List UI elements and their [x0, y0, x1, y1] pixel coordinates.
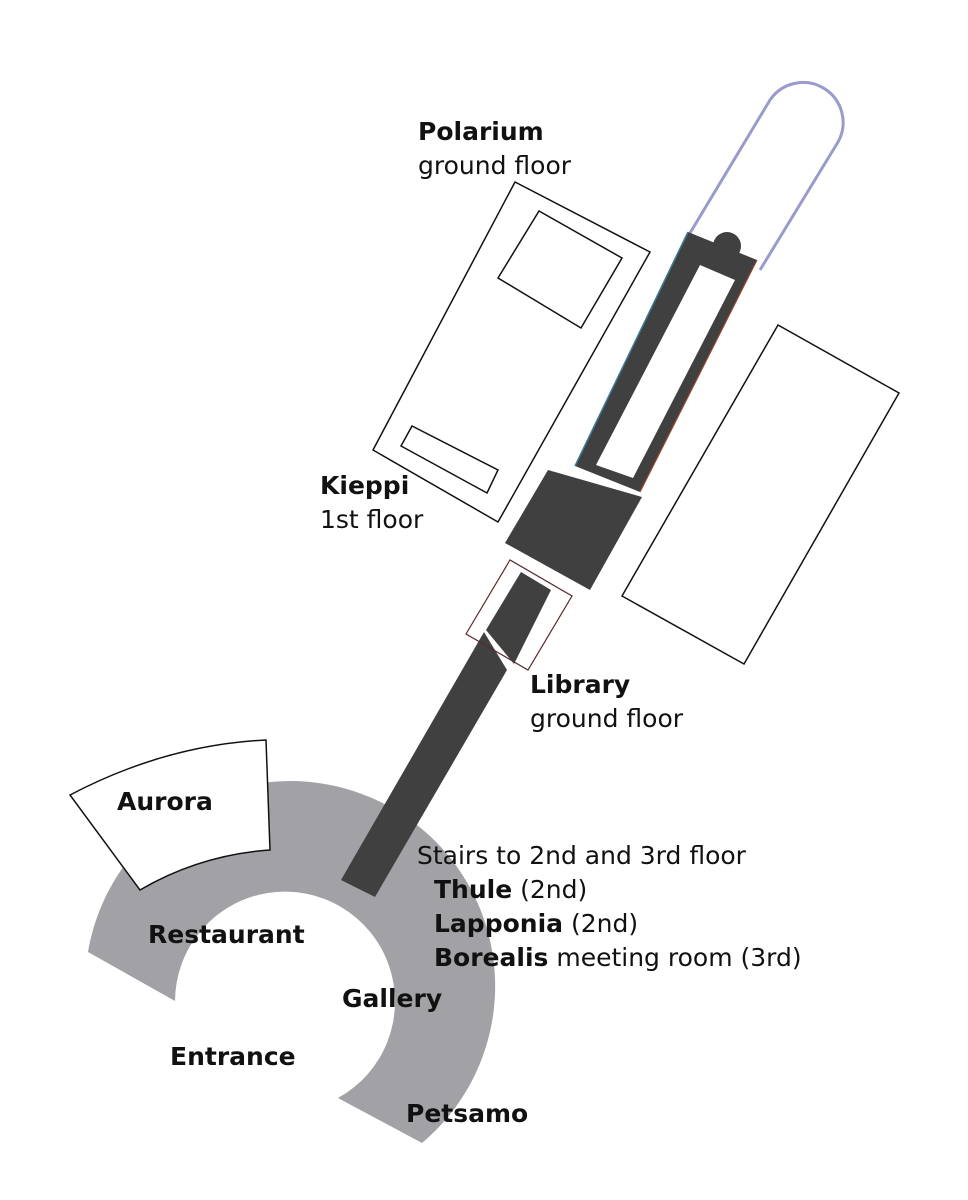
- polarium-name: Polarium: [418, 117, 544, 146]
- kieppi-name: Kieppi: [320, 471, 410, 500]
- room-aurora[interactable]: [68, 739, 271, 891]
- polarium-inner-room[interactable]: [496, 209, 624, 330]
- entrance-hall[interactable]: [88, 781, 496, 1143]
- room-lapponia-name: Lapponia: [434, 909, 564, 938]
- building-east[interactable]: [620, 323, 901, 666]
- stairs-title: Stairs to 2nd and 3rd floor: [417, 841, 746, 870]
- label-library: Library ground floor: [530, 668, 683, 736]
- kieppi-floor: 1st floor: [320, 505, 424, 534]
- library-name: Library: [530, 670, 631, 699]
- room-borealis-name: Borealis: [434, 943, 549, 972]
- stairs-room-borealis: Borealis meeting room (3rd): [417, 941, 802, 975]
- walkway[interactable]: [682, 81, 845, 271]
- room-borealis-floor: meeting room (3rd): [548, 943, 802, 972]
- accent-line-blue: [574, 231, 689, 467]
- stairs-room-lapponia: Lapponia (2nd): [417, 907, 802, 941]
- room-thule-name: Thule: [434, 875, 513, 904]
- library-floor: ground floor: [530, 704, 684, 733]
- room-library[interactable]: [465, 559, 573, 671]
- room-lapponia-floor: (2nd): [563, 909, 639, 938]
- library-corridor[interactable]: [486, 572, 551, 664]
- accent-line-red: [639, 259, 758, 493]
- room-thule-floor: (2nd): [512, 875, 588, 904]
- label-kieppi: Kieppi 1st floor: [320, 469, 423, 537]
- label-aurora: Aurora: [117, 787, 213, 816]
- label-polarium: Polarium ground floor: [418, 115, 571, 183]
- stairs-room-thule: Thule (2nd): [417, 873, 802, 907]
- kieppi-node: [713, 232, 741, 260]
- corridor[interactable]: [341, 632, 507, 897]
- polarium-floor: ground floor: [418, 151, 572, 180]
- label-restaurant: Restaurant: [148, 920, 305, 949]
- label-entrance: Entrance: [170, 1042, 296, 1071]
- label-stairs: Stairs to 2nd and 3rd floor Thule (2nd) …: [417, 839, 802, 975]
- label-gallery: Gallery: [342, 984, 443, 1013]
- label-petsamo: Petsamo: [406, 1099, 529, 1128]
- polarium-small-room[interactable]: [399, 425, 499, 495]
- lobby-block[interactable]: [505, 470, 642, 590]
